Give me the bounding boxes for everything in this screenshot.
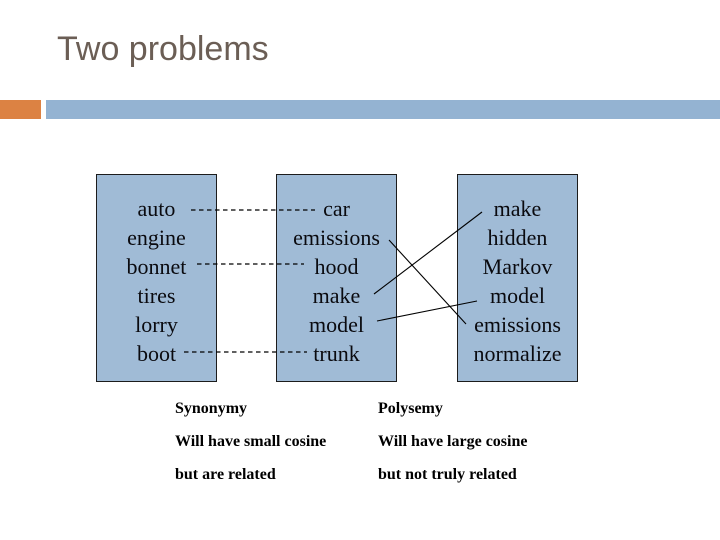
word: trunk: [313, 341, 360, 366]
connector-solid-emissions-emissions: [388, 239, 467, 325]
word-list: auto engine bonnet tires lorry boot: [97, 175, 216, 368]
accent-blue-bar: [46, 100, 720, 119]
word: car: [323, 196, 350, 221]
word: engine: [127, 225, 186, 250]
synonymy-header: Synonymy: [175, 400, 248, 417]
word: bonnet: [126, 254, 187, 279]
polysemy-header: Polysemy: [378, 400, 443, 417]
synonymy-line1: Will have small cosine: [175, 433, 327, 450]
slide-title: Two problems: [57, 30, 269, 68]
word-list: car emissions hood make model trunk: [277, 175, 396, 368]
polysemy-line2: but not truly related: [378, 466, 517, 483]
comparison-table: Synonymy Polysemy Will have small cosine…: [175, 392, 527, 491]
word: Markov: [482, 254, 553, 279]
word: hidden: [487, 225, 548, 250]
word: hood: [314, 254, 359, 279]
word: make: [312, 283, 361, 308]
word: make: [493, 196, 542, 221]
word-list: make hidden Markov model emissions norma…: [458, 175, 577, 368]
word: boot: [136, 341, 177, 366]
word: normalize: [473, 341, 562, 366]
word: tires: [137, 283, 176, 308]
word: emissions: [293, 225, 380, 250]
word: lorry: [135, 312, 178, 337]
word: emissions: [474, 312, 561, 337]
word-box-polysemy-contexts: make hidden Markov model emissions norma…: [457, 174, 578, 382]
word: auto: [137, 196, 176, 221]
synonymy-line2: but are related: [175, 466, 276, 483]
polysemy-line1: Will have large cosine: [378, 433, 528, 450]
accent-orange-block: [0, 100, 41, 119]
word: model: [309, 312, 364, 337]
word-box-british-terms: auto engine bonnet tires lorry boot: [96, 174, 217, 382]
word-box-american-terms: car emissions hood make model trunk: [276, 174, 397, 382]
word: model: [490, 283, 545, 308]
